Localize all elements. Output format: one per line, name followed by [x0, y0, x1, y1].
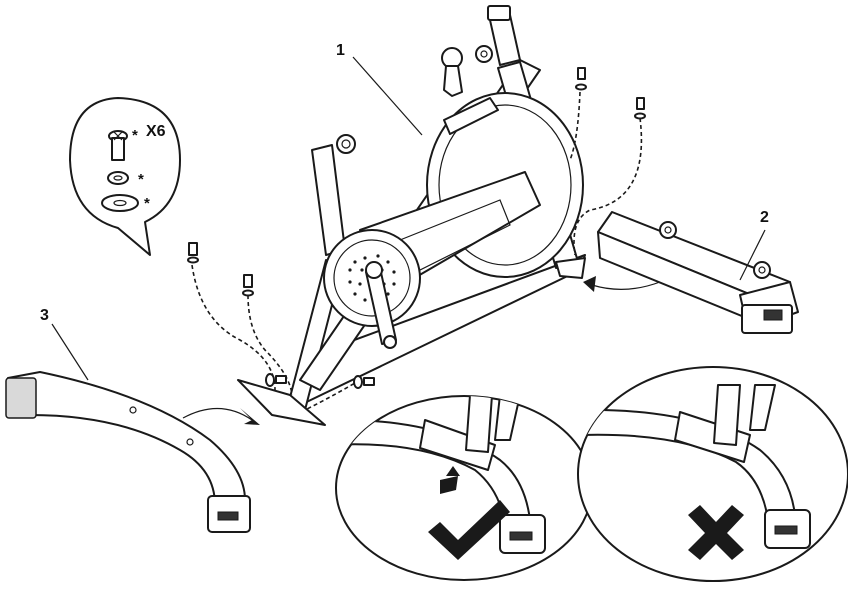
hardware-bubble: X6 * * * — [70, 98, 180, 255]
flat-washer-marker: * — [144, 195, 150, 212]
rear-stabilizer — [598, 212, 798, 333]
hardware-quantity: X6 — [146, 123, 166, 140]
callout-front-stabilizer: 3 — [40, 307, 49, 324]
callout-rear-stabilizer: 2 — [760, 209, 769, 226]
bolt-marker: * — [132, 127, 138, 144]
leader-front-stabilizer — [52, 324, 88, 380]
spring-washer-marker: * — [138, 171, 144, 188]
detail-correct — [330, 395, 592, 580]
callout-frame: 1 — [336, 42, 345, 59]
detail-incorrect — [578, 367, 848, 581]
leader-frame — [353, 57, 422, 135]
bike-frame — [238, 6, 585, 425]
front-stabilizer — [6, 372, 250, 532]
